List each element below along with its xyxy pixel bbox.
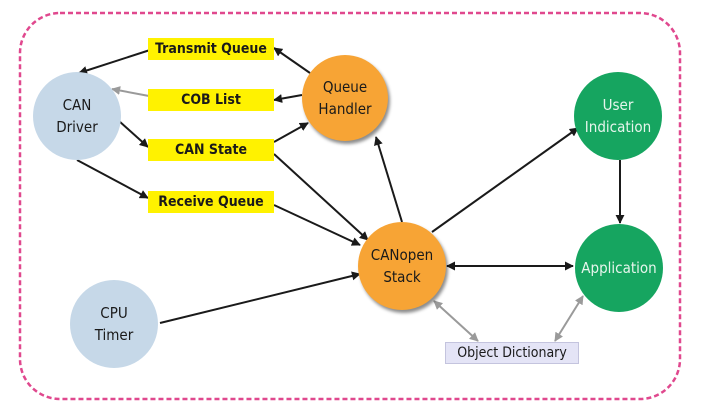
cpu-timer-node: CPU Timer [70,280,158,368]
cpu-timer-label-line1: CPU [100,304,128,322]
cob-list-box: COB List [148,89,274,111]
arrow-canopen-stack-to-user-indication [431,127,579,233]
can-driver-label-line1: CAN [62,96,92,114]
queue-handler-label-line2: Handler [318,100,372,118]
can-driver-node: CAN Driver [33,72,121,160]
can-state-box: CAN State [148,139,274,161]
arrow-can-state-to-queue-handler [273,122,309,143]
arrow-can-state-to-canopen-stack [273,153,369,241]
arrow-can-driver-to-receive-queue [76,159,149,199]
can-driver-label-line2: Driver [56,118,98,136]
arrow-receive-queue-to-canopen-stack [273,204,361,246]
arrow-cpu-timer-to-canopen-stack [159,271,361,324]
arrow-queue-handler-to-cob-list [273,94,303,104]
canopen-stack-label-line1: CANopen [370,246,434,264]
arrow-queue-handler-to-transmit-queue [273,47,311,74]
arrow-canopen-stack-object-dictionary-bidirectional [433,300,479,342]
outer-dashed-border [18,11,682,401]
application-label: Application [581,259,657,277]
application-node: Application [575,224,663,312]
arrow-cob-list-to-can-driver [111,86,150,97]
user-indication-label-line1: User [602,96,634,114]
receive-queue-box: Receive Queue [148,191,274,213]
user-indication-label-line2: Indication [584,118,652,136]
queue-handler-label-line1: Queue [322,78,368,96]
canopen-stack-label-line2: Stack [383,268,421,286]
arrow-transmit-queue-to-can-driver [78,49,151,75]
cpu-timer-label-line2: Timer [94,326,134,344]
transmit-queue-box: Transmit Queue [148,38,274,60]
arrow-canopen-stack-to-queue-handler [374,136,403,223]
arrow-can-driver-to-can-state [118,120,149,148]
object-dictionary-box: Object Dictionary [445,342,579,364]
arrow-application-object-dictionary-bidirectional [554,295,584,342]
